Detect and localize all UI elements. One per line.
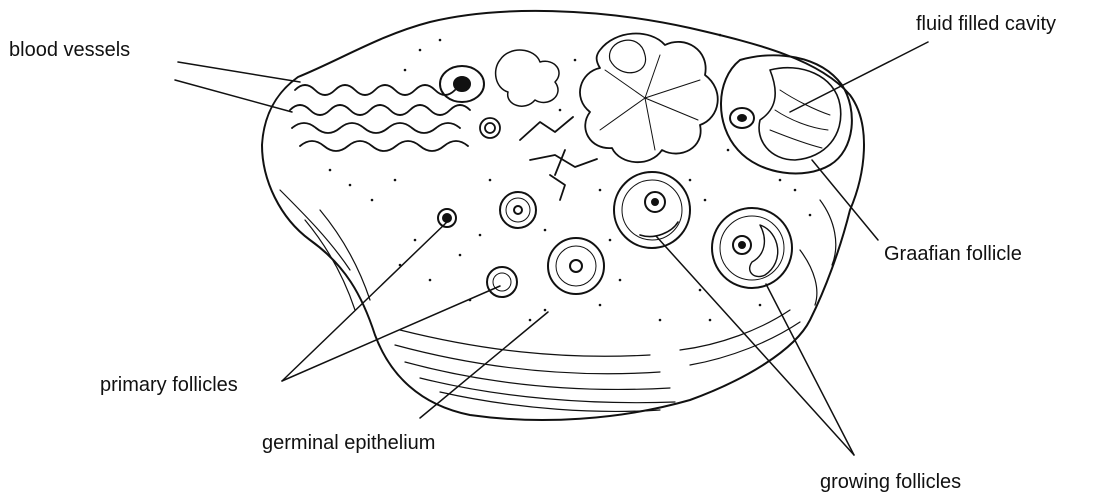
growing-follicle-1 — [614, 172, 690, 248]
label-fluid-filled-cavity: fluid filled cavity — [916, 14, 1056, 34]
graafian-follicle-drawing — [721, 55, 852, 173]
label-primary-follicles: primary follicles — [100, 375, 238, 395]
stroma-dots — [329, 34, 812, 322]
growing-follicle-2 — [712, 208, 792, 288]
leader-lines — [175, 42, 928, 455]
irregular-blob — [496, 50, 559, 106]
growing-follicle-3 — [548, 238, 604, 294]
label-blood-vessels: blood vessels — [9, 40, 130, 60]
primary-follicle-2 — [487, 267, 517, 297]
primary-follicle-3 — [438, 209, 456, 227]
top-cell — [440, 66, 484, 102]
stroma-striations — [305, 200, 836, 411]
blood-vessels-drawing — [290, 85, 597, 200]
label-graafian-follicle: Graafian follicle — [884, 244, 1022, 264]
label-germinal-epithelium: germinal epithelium — [262, 433, 435, 453]
label-growing-follicles: growing follicles — [820, 472, 961, 492]
primary-follicle-1 — [500, 192, 536, 228]
ovary-inner-rim — [280, 190, 350, 270]
lobed-body — [580, 34, 718, 163]
